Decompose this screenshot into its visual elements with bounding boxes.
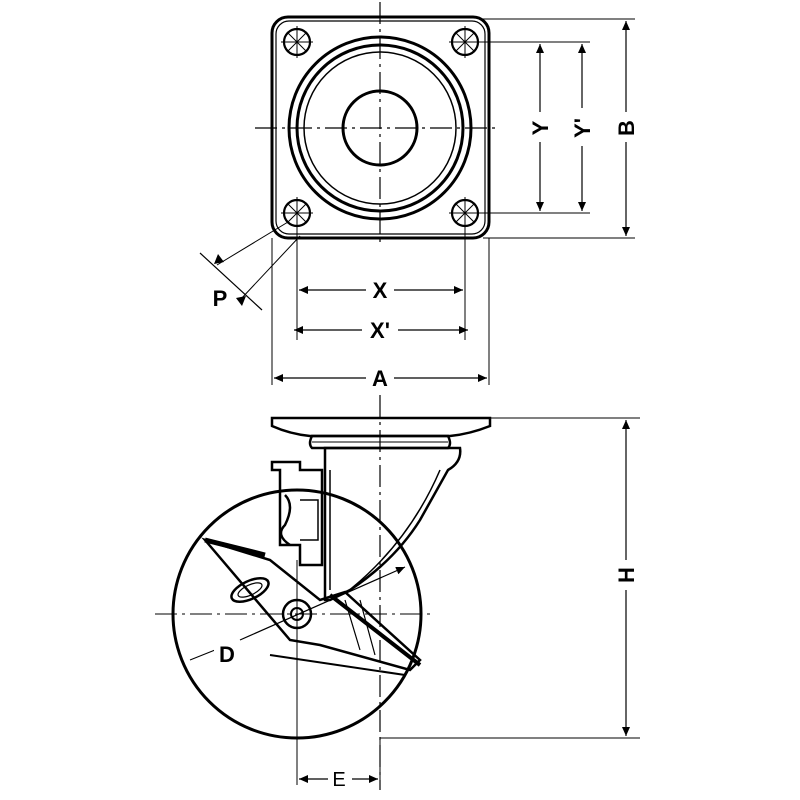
label-b: B: [614, 120, 639, 136]
label-y: Y: [528, 120, 553, 135]
side-plate: [270, 416, 492, 438]
swivel-raceway-ring: [303, 51, 457, 205]
label-d: D: [219, 642, 235, 667]
label-y-prime: Y': [570, 118, 595, 138]
label-e: E: [332, 769, 345, 791]
side-view: [155, 395, 640, 790]
brake-slot: [230, 577, 270, 603]
bolt-hole-bottom-left: [281, 197, 313, 229]
brake-lever: [201, 537, 422, 672]
bolt-hole-top-left: [281, 26, 313, 58]
mounting-plate: [270, 15, 491, 240]
mounting-plate-inner-edge: [275, 20, 486, 235]
label-p: P: [213, 286, 228, 311]
dim-line-p: [199, 252, 263, 311]
kingpin-hole: [341, 89, 419, 167]
label-a: A: [372, 366, 388, 391]
brake-bracket: [270, 460, 324, 567]
fork-leg: [323, 446, 462, 602]
label-x: X: [373, 278, 388, 303]
top-view: [199, 2, 635, 385]
label-x-prime: X': [370, 318, 390, 343]
dim-line-d: [239, 566, 406, 641]
label-h: H: [614, 567, 639, 583]
swivel-raceway-outer: [287, 35, 473, 221]
swivel-raceway-inner: [295, 43, 465, 213]
